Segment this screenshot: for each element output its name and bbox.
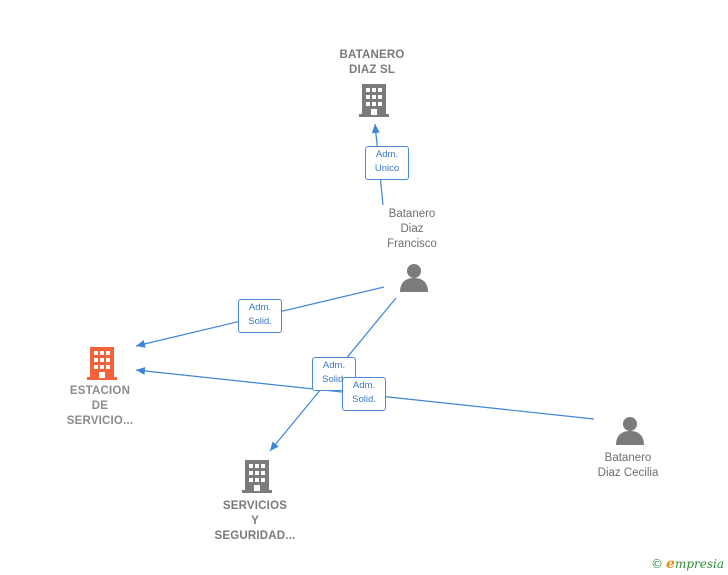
brand-name: mpresia [674, 557, 724, 571]
building-icon[interactable] [242, 460, 272, 493]
building-icon[interactable] [87, 347, 117, 380]
building-icon[interactable] [359, 84, 389, 117]
node-label-batanero-diaz-sl[interactable]: BATANERO DIAZ SL [339, 49, 405, 76]
person-icon[interactable] [400, 264, 428, 292]
edge-label-adm-solid: Adm. Solid. [238, 299, 282, 333]
copyright-icon: © [651, 557, 664, 571]
brand-logo-e: e [666, 556, 675, 572]
person-icon[interactable] [616, 417, 644, 445]
node-label-servicios-y-seguridad[interactable]: SERVICIOS Y SEGURIDAD... [214, 500, 296, 542]
brand-footer[interactable]: ©empresia [651, 556, 724, 572]
node-label-batanero-diaz-francisco[interactable]: Batanero Diaz Francisco [387, 208, 437, 250]
node-label-estacion-de-servicio[interactable]: ESTACION DE SERVICIO... [66, 385, 134, 427]
edge-label-adm-unico: Adm. Unico [365, 146, 409, 180]
edge-label-adm-solid: Adm. Solid. [342, 377, 386, 411]
node-label-batanero-diaz-cecilia[interactable]: Batanero Diaz Cecilia [597, 452, 659, 479]
